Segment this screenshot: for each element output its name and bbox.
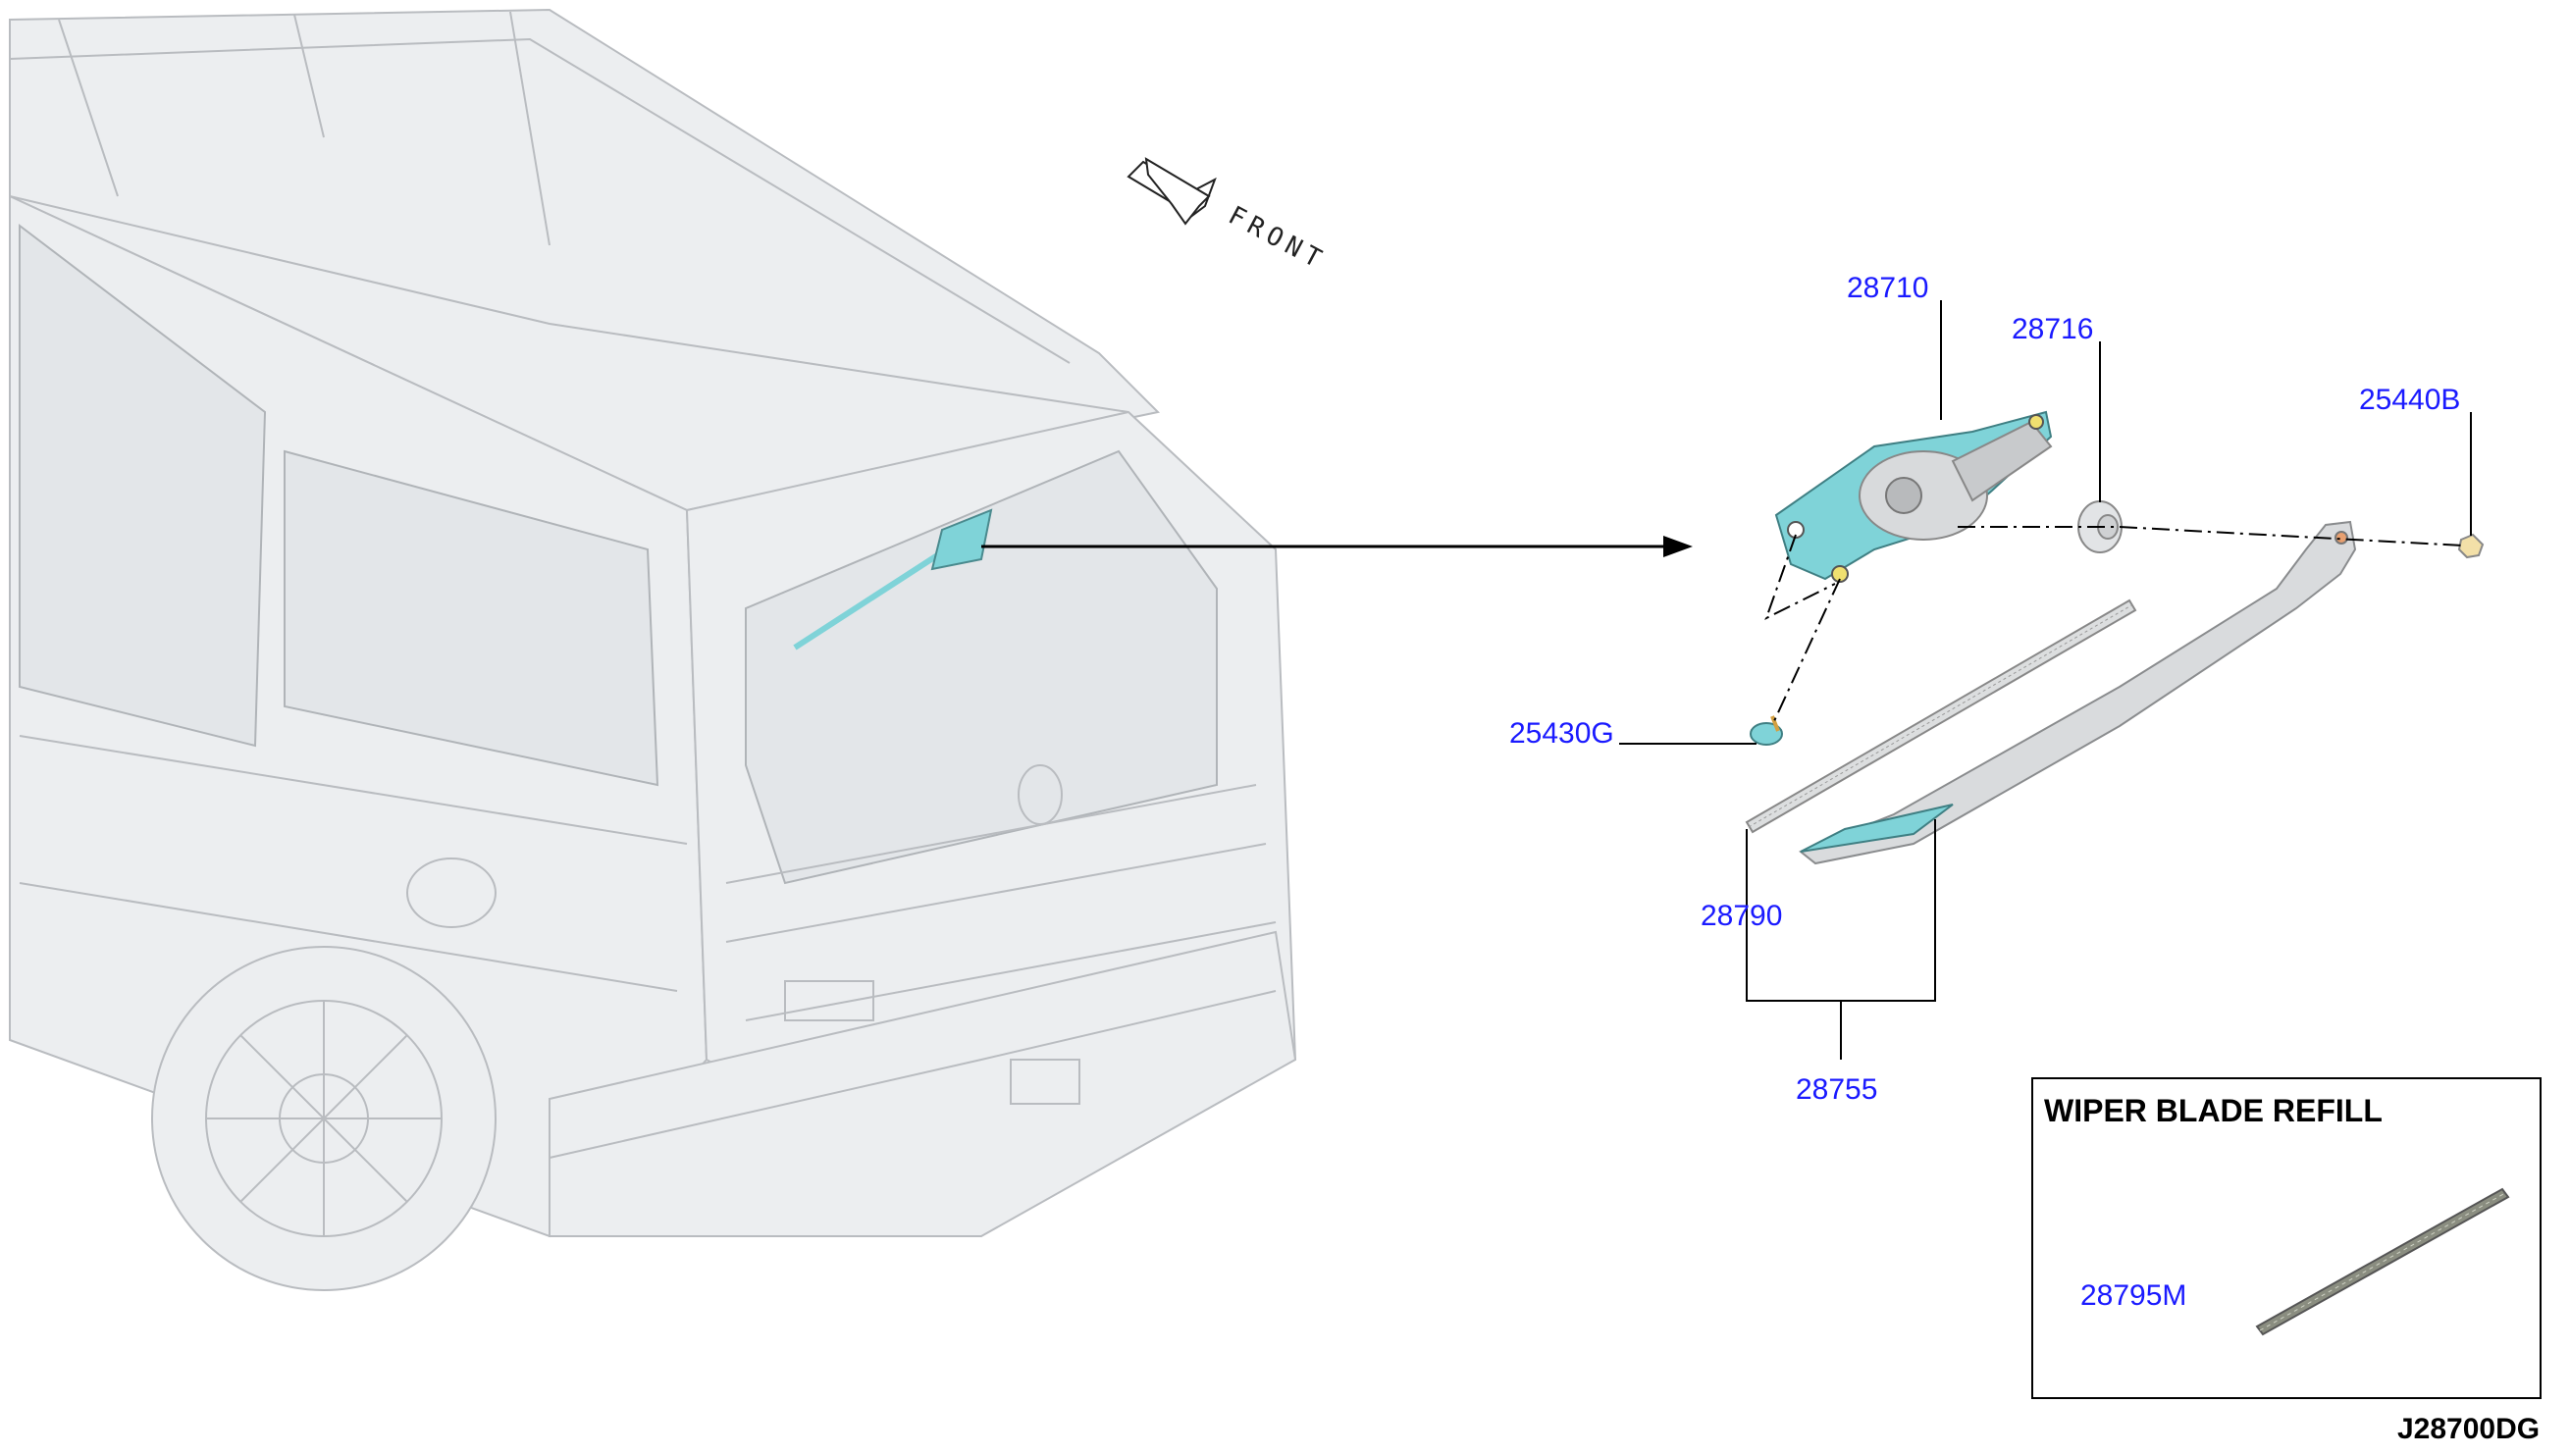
inset-title: WIPER BLADE REFILL xyxy=(2044,1093,2383,1128)
callout-arrow xyxy=(981,536,1693,557)
diagram-id: J28700DG xyxy=(2397,1413,2540,1445)
leader-lines xyxy=(1619,300,2472,1306)
wiper-arm-28755 xyxy=(1799,520,2357,865)
front-label: FRONT xyxy=(1224,201,1332,277)
part-label-28795M: 28795M xyxy=(2080,1279,2186,1312)
front-direction-arrow: FRONT xyxy=(1127,157,1332,277)
part-label-28755: 28755 xyxy=(1796,1073,1877,1106)
alignment-lines xyxy=(1764,526,2464,722)
part-label-28790: 28790 xyxy=(1701,900,1782,932)
wiper-blade-28790 xyxy=(1745,598,2137,834)
grommet-25430G xyxy=(1750,715,1783,746)
wiper-motor-28710 xyxy=(1774,410,2053,583)
part-label-25430G: 25430G xyxy=(1509,717,1614,750)
nut-25440B xyxy=(2457,533,2485,559)
part-label-25440B: 25440B xyxy=(2359,384,2460,416)
vehicle-illustration xyxy=(9,8,1297,1291)
part-label-28710: 28710 xyxy=(1847,272,1928,304)
refill-inset-box: WIPER BLADE REFILL 28795M xyxy=(2031,1077,2542,1399)
part-label-28716: 28716 xyxy=(2012,313,2093,345)
